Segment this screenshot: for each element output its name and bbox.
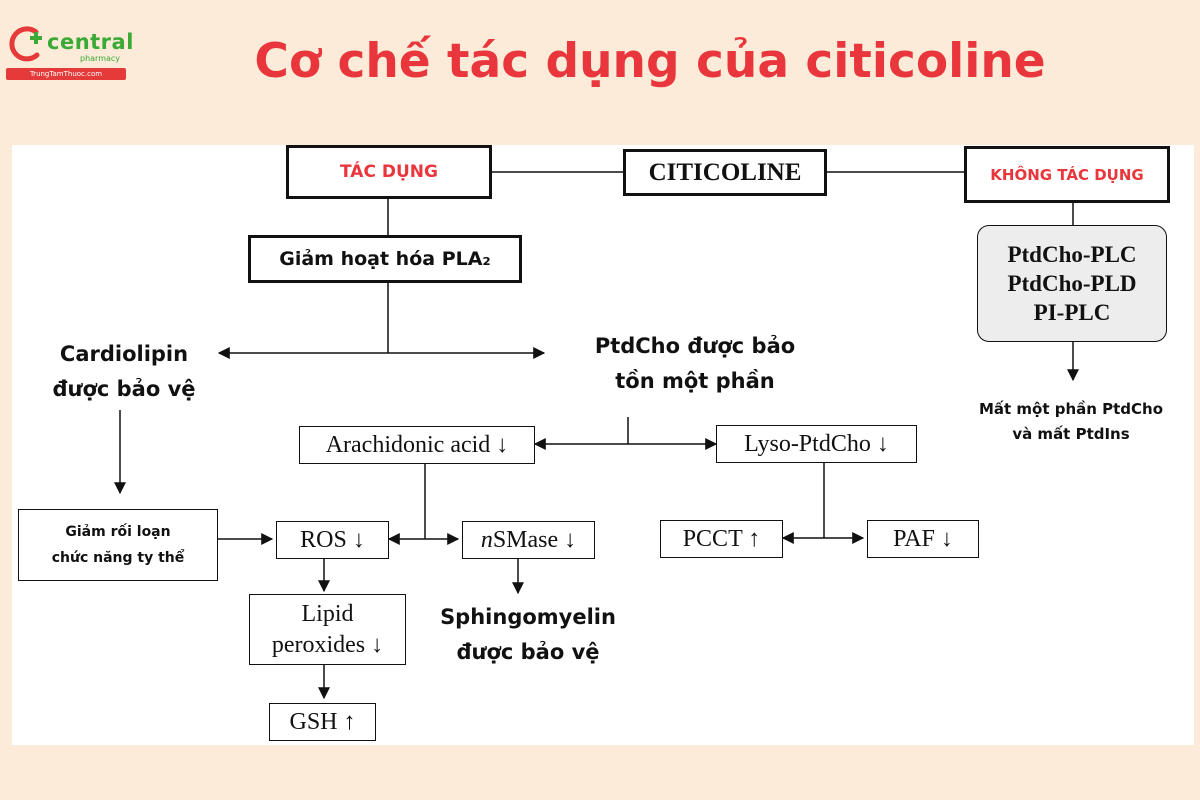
node-enzymes: PtdCho-PLC PtdCho-PLD PI-PLC — [977, 225, 1167, 342]
label-ptdcho-bao-ton-line1: PtdCho được bảo — [594, 334, 796, 358]
node-ros: ROS ↓ — [276, 521, 389, 559]
node-tac-dung: TÁC DỤNG — [286, 145, 492, 199]
logo-site: TrungTamThuoc.com — [6, 68, 126, 80]
label-mat-ptdcho-line2: và mất PtdIns — [1012, 425, 1130, 443]
diagram-panel: TÁC DỤNG CITICOLINE KHÔNG TÁC DỤNG Giảm … — [12, 145, 1194, 745]
enzyme-ptdcho-plc: PtdCho-PLC — [1007, 242, 1137, 267]
label-sphingomyelin-line2: được bảo vệ — [456, 640, 600, 664]
node-pcct-label: PCCT ↑ — [682, 525, 761, 552]
node-giam-pla2-label: Giảm hoạt hóa PLA₂ — [279, 248, 491, 270]
label-sphingomyelin: Sphingomyelin được bảo vệ — [418, 600, 638, 670]
enzyme-pi-plc: PI-PLC — [1033, 300, 1111, 325]
node-lipid-line2: peroxides ↓ — [271, 631, 384, 658]
label-ptdcho-bao-ton-line2: tồn một phần — [615, 369, 775, 393]
node-lyso-ptdcho: Lyso-PtdCho ↓ — [716, 425, 917, 463]
node-lyso-ptdcho-label: Lyso-PtdCho ↓ — [744, 430, 889, 457]
node-nsmase-prefix: n — [480, 526, 493, 553]
node-lipid-peroxides: Lipid peroxides ↓ — [249, 594, 406, 665]
label-cardiolipin-line2: được bảo vệ — [52, 377, 196, 401]
node-giam-roi-loan-line2: chức năng ty thể — [51, 550, 185, 566]
node-nsmase-suffix: SMase ↓ — [492, 526, 577, 553]
node-khong-tac-dung-label: KHÔNG TÁC DỤNG — [990, 165, 1144, 184]
label-sphingomyelin-line1: Sphingomyelin — [440, 605, 616, 629]
label-cardiolipin-line1: Cardiolipin — [59, 342, 189, 366]
node-giam-roi-loan: Giảm rối loạn chức năng ty thể — [18, 509, 218, 581]
logo-wordmark: central — [47, 30, 134, 54]
page-title: Cơ chế tác dụng của citicoline — [254, 34, 1046, 89]
node-gsh-label: GSH ↑ — [289, 708, 356, 735]
node-ros-label: ROS ↓ — [300, 526, 365, 553]
node-khong-tac-dung: KHÔNG TÁC DỤNG — [964, 146, 1170, 203]
node-citicoline: CITICOLINE — [623, 149, 827, 196]
brand-logo: central pharmacy TrungTamThuoc.com — [6, 22, 136, 84]
label-ptdcho-bao-ton: PtdCho được bảo tồn một phần — [565, 329, 825, 399]
node-giam-pla2: Giảm hoạt hóa PLA₂ — [248, 235, 522, 283]
node-paf: PAF ↓ — [867, 520, 979, 558]
node-arachidonic: Arachidonic acid ↓ — [299, 426, 535, 464]
node-nsmase: nSMase ↓ — [462, 521, 595, 559]
node-giam-roi-loan-line1: Giảm rối loạn — [65, 524, 171, 540]
node-nsmase-label: nSMase ↓ — [481, 527, 576, 554]
connector-lines — [114, 171, 1079, 700]
pharmacy-cross-icon — [9, 26, 42, 62]
label-cardiolipin: Cardiolipin được bảo vệ — [24, 337, 224, 407]
node-paf-label: PAF ↓ — [893, 525, 953, 552]
label-mat-ptdcho: Mất một phần PtdCho và mất PtdIns — [956, 397, 1186, 447]
logo-subtitle: pharmacy — [80, 54, 121, 63]
node-citicoline-label: CITICOLINE — [648, 158, 802, 186]
node-arachidonic-label: Arachidonic acid ↓ — [325, 431, 509, 458]
node-gsh: GSH ↑ — [269, 703, 376, 741]
node-lipid-line1: Lipid — [301, 600, 354, 627]
enzyme-ptdcho-pld: PtdCho-PLD — [1007, 271, 1137, 296]
label-mat-ptdcho-line1: Mất một phần PtdCho — [978, 400, 1164, 418]
node-pcct: PCCT ↑ — [660, 520, 783, 558]
node-tac-dung-label: TÁC DỤNG — [340, 162, 438, 182]
